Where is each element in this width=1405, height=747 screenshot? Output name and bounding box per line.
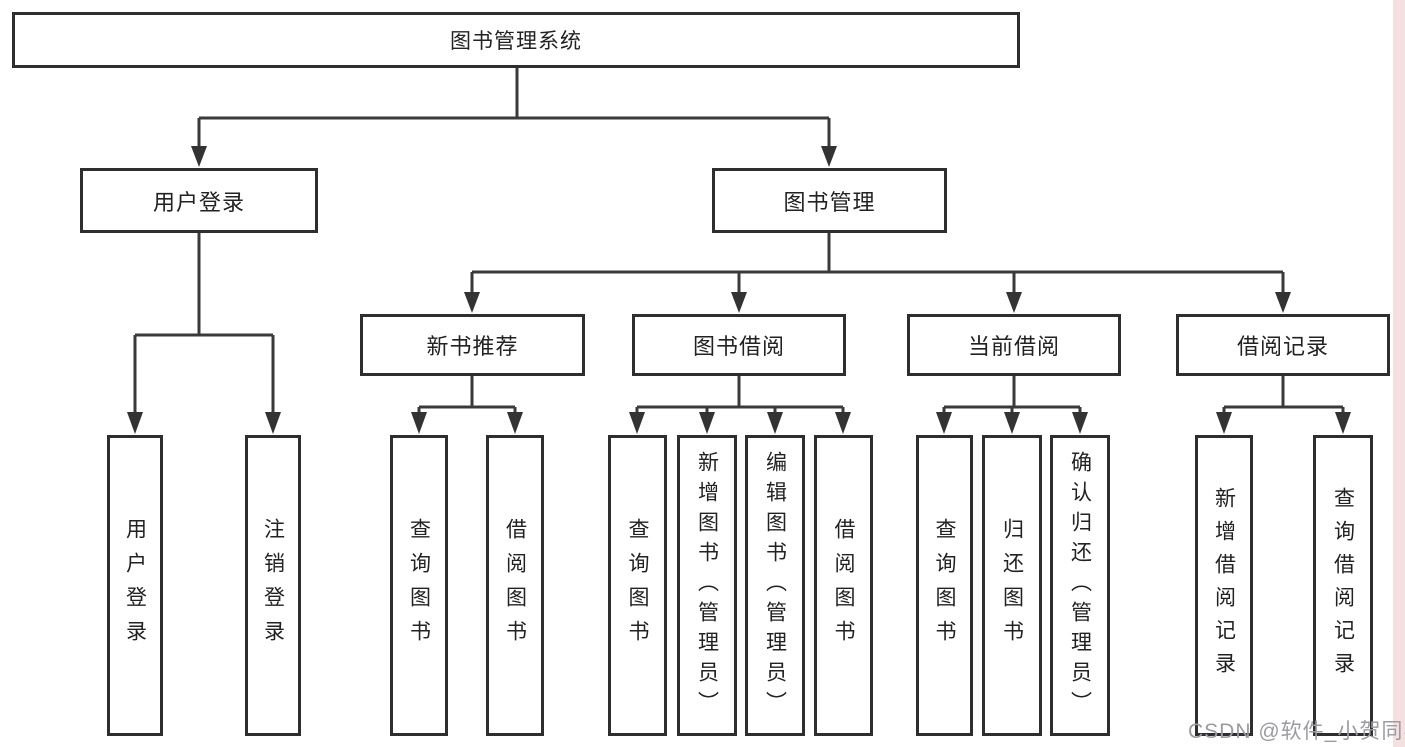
csdn-watermark: CSDN @软件_小贺同学 (1188, 720, 1405, 743)
leaf-query-books-current: 查询图书 (916, 435, 973, 736)
leaf-borrow-books-recommend: 借阅图书 (486, 435, 544, 736)
leaf-borrow-books: 借阅图书 (814, 435, 873, 736)
leaf-edit-book-admin: 编辑图书（管理员） (745, 435, 805, 736)
leaf-add-borrow-record: 新增借阅记录 (1195, 435, 1253, 736)
leaf-query-borrow-record: 查询借阅记录 (1313, 435, 1373, 736)
leaf-query-books-borrow: 查询图书 (608, 435, 667, 736)
node-borrow-records: 借阅记录 (1176, 314, 1390, 376)
node-user-login: 用户登录 (80, 168, 318, 233)
page-edge-strip (1393, 0, 1405, 747)
leaf-return-books: 归还图书 (982, 435, 1042, 736)
node-library-management-system: 图书管理系统 (12, 12, 1020, 68)
leaf-query-books-recommend: 查询图书 (390, 435, 448, 736)
node-current-borrow: 当前借阅 (907, 314, 1121, 376)
leaf-add-book-admin: 新增图书（管理员） (677, 435, 737, 736)
node-book-borrow: 图书借阅 (632, 314, 846, 376)
leaf-logout: 注销登录 (245, 435, 301, 736)
leaf-confirm-return-admin: 确认归还（管理员） (1050, 435, 1110, 736)
leaf-user-login: 用户登录 (107, 435, 163, 736)
node-book-management: 图书管理 (712, 168, 947, 233)
node-new-book-recommend: 新书推荐 (360, 314, 585, 376)
